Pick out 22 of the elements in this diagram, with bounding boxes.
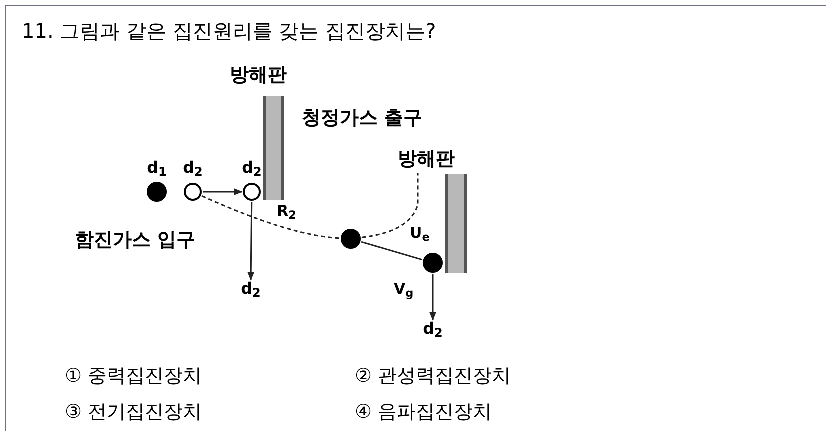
- answer-option: ④ 음파집진장치: [355, 398, 492, 426]
- answer-option: ① 중력집진장치: [65, 362, 202, 390]
- dashed-flow-line: [362, 173, 419, 238]
- particle-label: d$_{2}$: [238, 278, 264, 300]
- inlet-label: 함진가스 입구: [75, 228, 196, 253]
- particle-label: d$_{2}$: [241, 158, 263, 178]
- outlet-label: 청정가스 출구: [302, 106, 423, 131]
- particle-label: d$_{2}$: [420, 318, 446, 340]
- radius-label: R$_{2}$: [277, 201, 296, 222]
- arrow: [248, 202, 255, 281]
- velocity-label: U$_{e}$: [410, 223, 430, 244]
- baffle-label: 방해판: [230, 63, 287, 88]
- answer-option: ② 관성력집진장치: [355, 362, 512, 390]
- baffle-label: 방해판: [398, 147, 455, 172]
- question-title: 11. 그림과 같은 집진원리를 갖는 집진장치는?: [22, 18, 436, 45]
- answer-option: ③ 전기집진장치: [65, 398, 202, 426]
- arrow: [203, 188, 243, 196]
- dashed-flow-line: [202, 195, 340, 240]
- arrow: [429, 274, 437, 321]
- velocity-label: V$_{g}$: [394, 279, 414, 300]
- particle-label: d$_{2}$: [182, 158, 204, 178]
- particle-label: d$_{1}$: [146, 158, 168, 178]
